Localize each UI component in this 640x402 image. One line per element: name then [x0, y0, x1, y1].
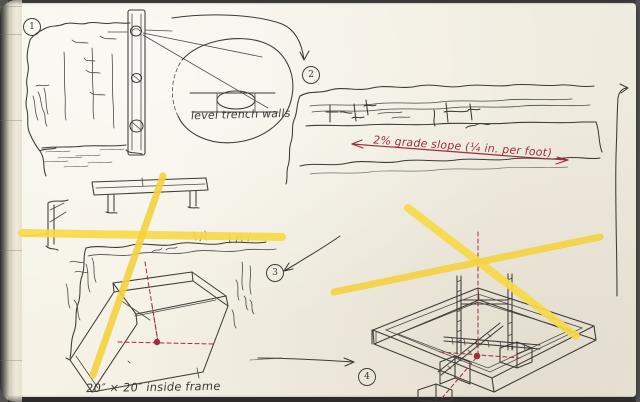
annotation-inside-frame-text: 20″ × 20″ inside frame	[85, 378, 222, 396]
highlighter-string-lines	[18, 172, 604, 379]
notebook-spine-edge	[0, 0, 22, 402]
panel2-trench-section	[285, 83, 603, 185]
annotation-level-trench-walls-text: level trench walls	[190, 106, 292, 123]
square-form-box	[65, 271, 229, 393]
rebar-bottom-bars	[437, 322, 541, 376]
center-diagonals	[117, 261, 216, 346]
grade-stakes	[325, 99, 491, 129]
step-number-1: 1	[23, 18, 41, 36]
straightedge-board	[91, 177, 209, 214]
page-top-shadow	[8, 0, 636, 5]
panel1-trench	[25, 9, 173, 177]
step-number-3: 3	[266, 264, 284, 282]
arrow-2-to-3	[283, 235, 341, 272]
panel3-square-form	[23, 177, 283, 393]
arrow-right-margin	[615, 83, 629, 297]
page-bottom-shadow	[8, 395, 636, 402]
detail-callout-level	[142, 32, 294, 144]
left-stake	[23, 199, 69, 251]
panel4-form-with-rebar	[371, 231, 597, 402]
step-number-2: 2	[302, 66, 320, 84]
annotation-level-trench-walls: level trench walls	[190, 106, 292, 123]
annotation-inside-frame: 20″ × 20″ inside frame	[85, 378, 222, 396]
arrow-1-to-2	[171, 14, 310, 61]
arrow-3-to-4	[257, 357, 355, 367]
concrete-blocks	[417, 341, 533, 402]
step-number-4: 4	[358, 368, 376, 386]
